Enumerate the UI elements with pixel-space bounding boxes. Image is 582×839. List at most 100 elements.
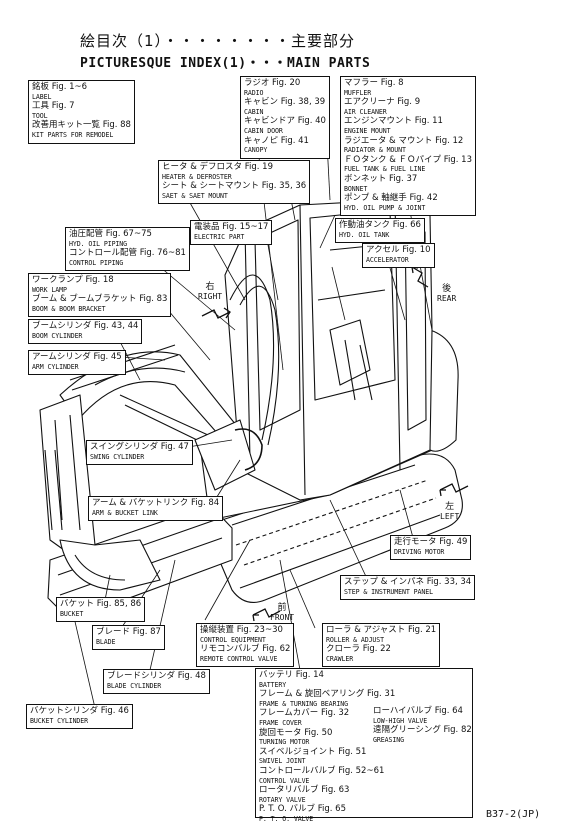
text-turning-motor-jp: 旋回モータ Fig. 50 (259, 727, 333, 738)
text-blade-jp: ブレード Fig. 87 (96, 627, 161, 637)
text-arm-cyl-en: ARM CYLINDER (32, 362, 79, 371)
direction-front-jp: 前 (277, 603, 287, 613)
text-remote-valve-en: REMOTE CONTROL VALVE (200, 654, 278, 663)
text-lowhigh-jp: ローハイバルブ Fig. 64 (373, 706, 463, 716)
direction-right-jp: 右 (205, 282, 215, 292)
text-control-valve-jp: コントロールバルブ Fig. 52~61 (259, 765, 385, 776)
text-swing-cyl-en: SWING CYLINDER (90, 452, 145, 461)
text-roller-jp: ローラ & アジャスト Fig. 21 (326, 625, 437, 635)
text-cabin-jp: キャビン Fig. 38, 39 (244, 97, 326, 108)
text-control-piping-en: CONTROL PIPING (69, 258, 124, 267)
text-label-en: LABEL (32, 92, 52, 101)
direction-left-jp: 左 (445, 502, 455, 512)
text-radiator-en: RADIATOR & MOUNT (344, 146, 406, 155)
page-code: B37-2(JP) (486, 809, 541, 820)
text-pump-jp: ポンプ & 軸継手 Fig. 42 (344, 193, 438, 204)
direction-rear-en: REAR (437, 294, 457, 303)
text-cabin-door-jp: キャビンドア Fig. 40 (244, 116, 326, 127)
text-swivel-en: SWIVEL JOINT (259, 757, 306, 766)
text-engine-mount-en: ENGINE MOUNT (344, 126, 391, 135)
text-bonnet-en: BONNET (344, 184, 368, 193)
direction-rear-jp: 後 (442, 284, 452, 294)
text-roller-en: ROLLER & ADJUST (326, 635, 385, 644)
text-crawler-jp: クローラ Fig. 22 (326, 644, 391, 655)
text-control-valve-en: CONTROL VALVE (259, 776, 310, 785)
text-boom-cyl-jp: ブームシリンダ Fig. 43, 44 (32, 321, 139, 331)
text-blade-cyl-jp: ブレードシリンダ Fig. 48 (107, 671, 206, 681)
text-canopy-jp: キャノピ Fig. 41 (244, 135, 309, 146)
text-boom-cyl-en: BOOM CYLINDER (32, 331, 83, 340)
text-seat-en: SAET & SAET MOUNT (162, 191, 228, 200)
text-blade-cyl-en: BLADE CYLINDER (107, 681, 162, 690)
text-bonnet-jp: ボンネット Fig. 37 (344, 173, 418, 184)
text-arm-link-jp: アーム & バケットリンク Fig. 84 (92, 498, 220, 508)
text-muffler-jp: マフラー Fig. 8 (344, 78, 404, 88)
text-frame-cover-en: FRAME COVER (259, 718, 302, 727)
text-boom-en: BOOM & BOOM BRACKET (32, 304, 106, 313)
text-oil-tank-en: HYD. OIL TANK (339, 230, 390, 239)
text-electric-jp: 電装品 Fig. 15~17 (194, 222, 269, 232)
text-canopy-en: CANOPY (244, 146, 268, 155)
text-air-cleaner-en: AIR CLEANER (344, 107, 387, 116)
text-bucket-en: BUCKET (60, 609, 84, 618)
text-control-eq-jp: 操縦装置 Fig. 23~30 (200, 625, 283, 635)
text-drive-motor-jp: 走行モータ Fig. 49 (394, 537, 468, 547)
text-frame-cover-jp: フレームカバー Fig. 32 (259, 708, 350, 719)
text-control-piping-jp: コントロール配管 Fig. 76~81 (69, 248, 186, 259)
text-frame-jp: フレーム & 旋回ベアリング Fig. 31 (259, 689, 396, 700)
text-arm-cyl-jp: アームシリンダ Fig. 45 (32, 352, 122, 362)
direction-left-en: LEFT (440, 512, 460, 521)
text-fuel-tank-jp: ＦＯタンク & ＦＯパイプ Fig. 13 (344, 154, 472, 165)
direction-front-en: FRONT (270, 613, 295, 622)
text-heater-jp: ヒータ & デフロスタ Fig. 19 (162, 162, 273, 172)
text-muffler-en: MUFFLER (344, 88, 372, 97)
text-work-lamp-en: WORK LAMP (32, 285, 67, 294)
text-frame-en: FRAME & TURNING BEARING (259, 699, 349, 708)
text-pump-en: HYD. OIL PUMP & JOINT (344, 203, 426, 212)
text-heater-en: HEATER & DEFROSTER (162, 172, 232, 181)
text-turning-motor-en: TURNING MOTOR (259, 738, 310, 747)
text-tool-jp: 工具 Fig. 7 (32, 101, 75, 112)
text-swivel-jp: スイベルジョイント Fig. 51 (259, 746, 367, 757)
text-rotary-valve-en: ROTARY VALVE (259, 795, 306, 804)
text-accelerator-en: ACCELERATOR (366, 255, 409, 264)
text-drive-motor-en: DRIVING MOTOR (394, 547, 445, 556)
text-bucket-cyl-en: BUCKET CYLINDER (30, 716, 89, 725)
text-air-cleaner-jp: エアクリーナ Fig. 9 (344, 97, 421, 108)
title-english: PICTURESQUE INDEX(1)・・・MAIN PARTS (80, 56, 371, 71)
text-hyd-piping-en: HYD. OIL PIPING (69, 239, 128, 248)
direction-right-en: RIGHT (198, 292, 223, 301)
text-tool-en: TOOL (32, 111, 48, 120)
text-battery-jp: バッテリ Fig. 14 (259, 670, 324, 680)
text-kit-jp: 改善用キット一覧 Fig. 88 (32, 120, 131, 131)
text-crawler-en: CRAWLER (326, 654, 354, 663)
text-radio-en: RADIO (244, 88, 264, 97)
text-pto-valve-en: P. T. O. VALVE (259, 814, 314, 823)
text-blade-en: BLADE (96, 637, 116, 646)
text-step-en: STEP & INSTRUMENT PANEL (344, 587, 434, 596)
text-step-jp: ステップ & インパネ Fig. 33, 34 (344, 577, 472, 587)
